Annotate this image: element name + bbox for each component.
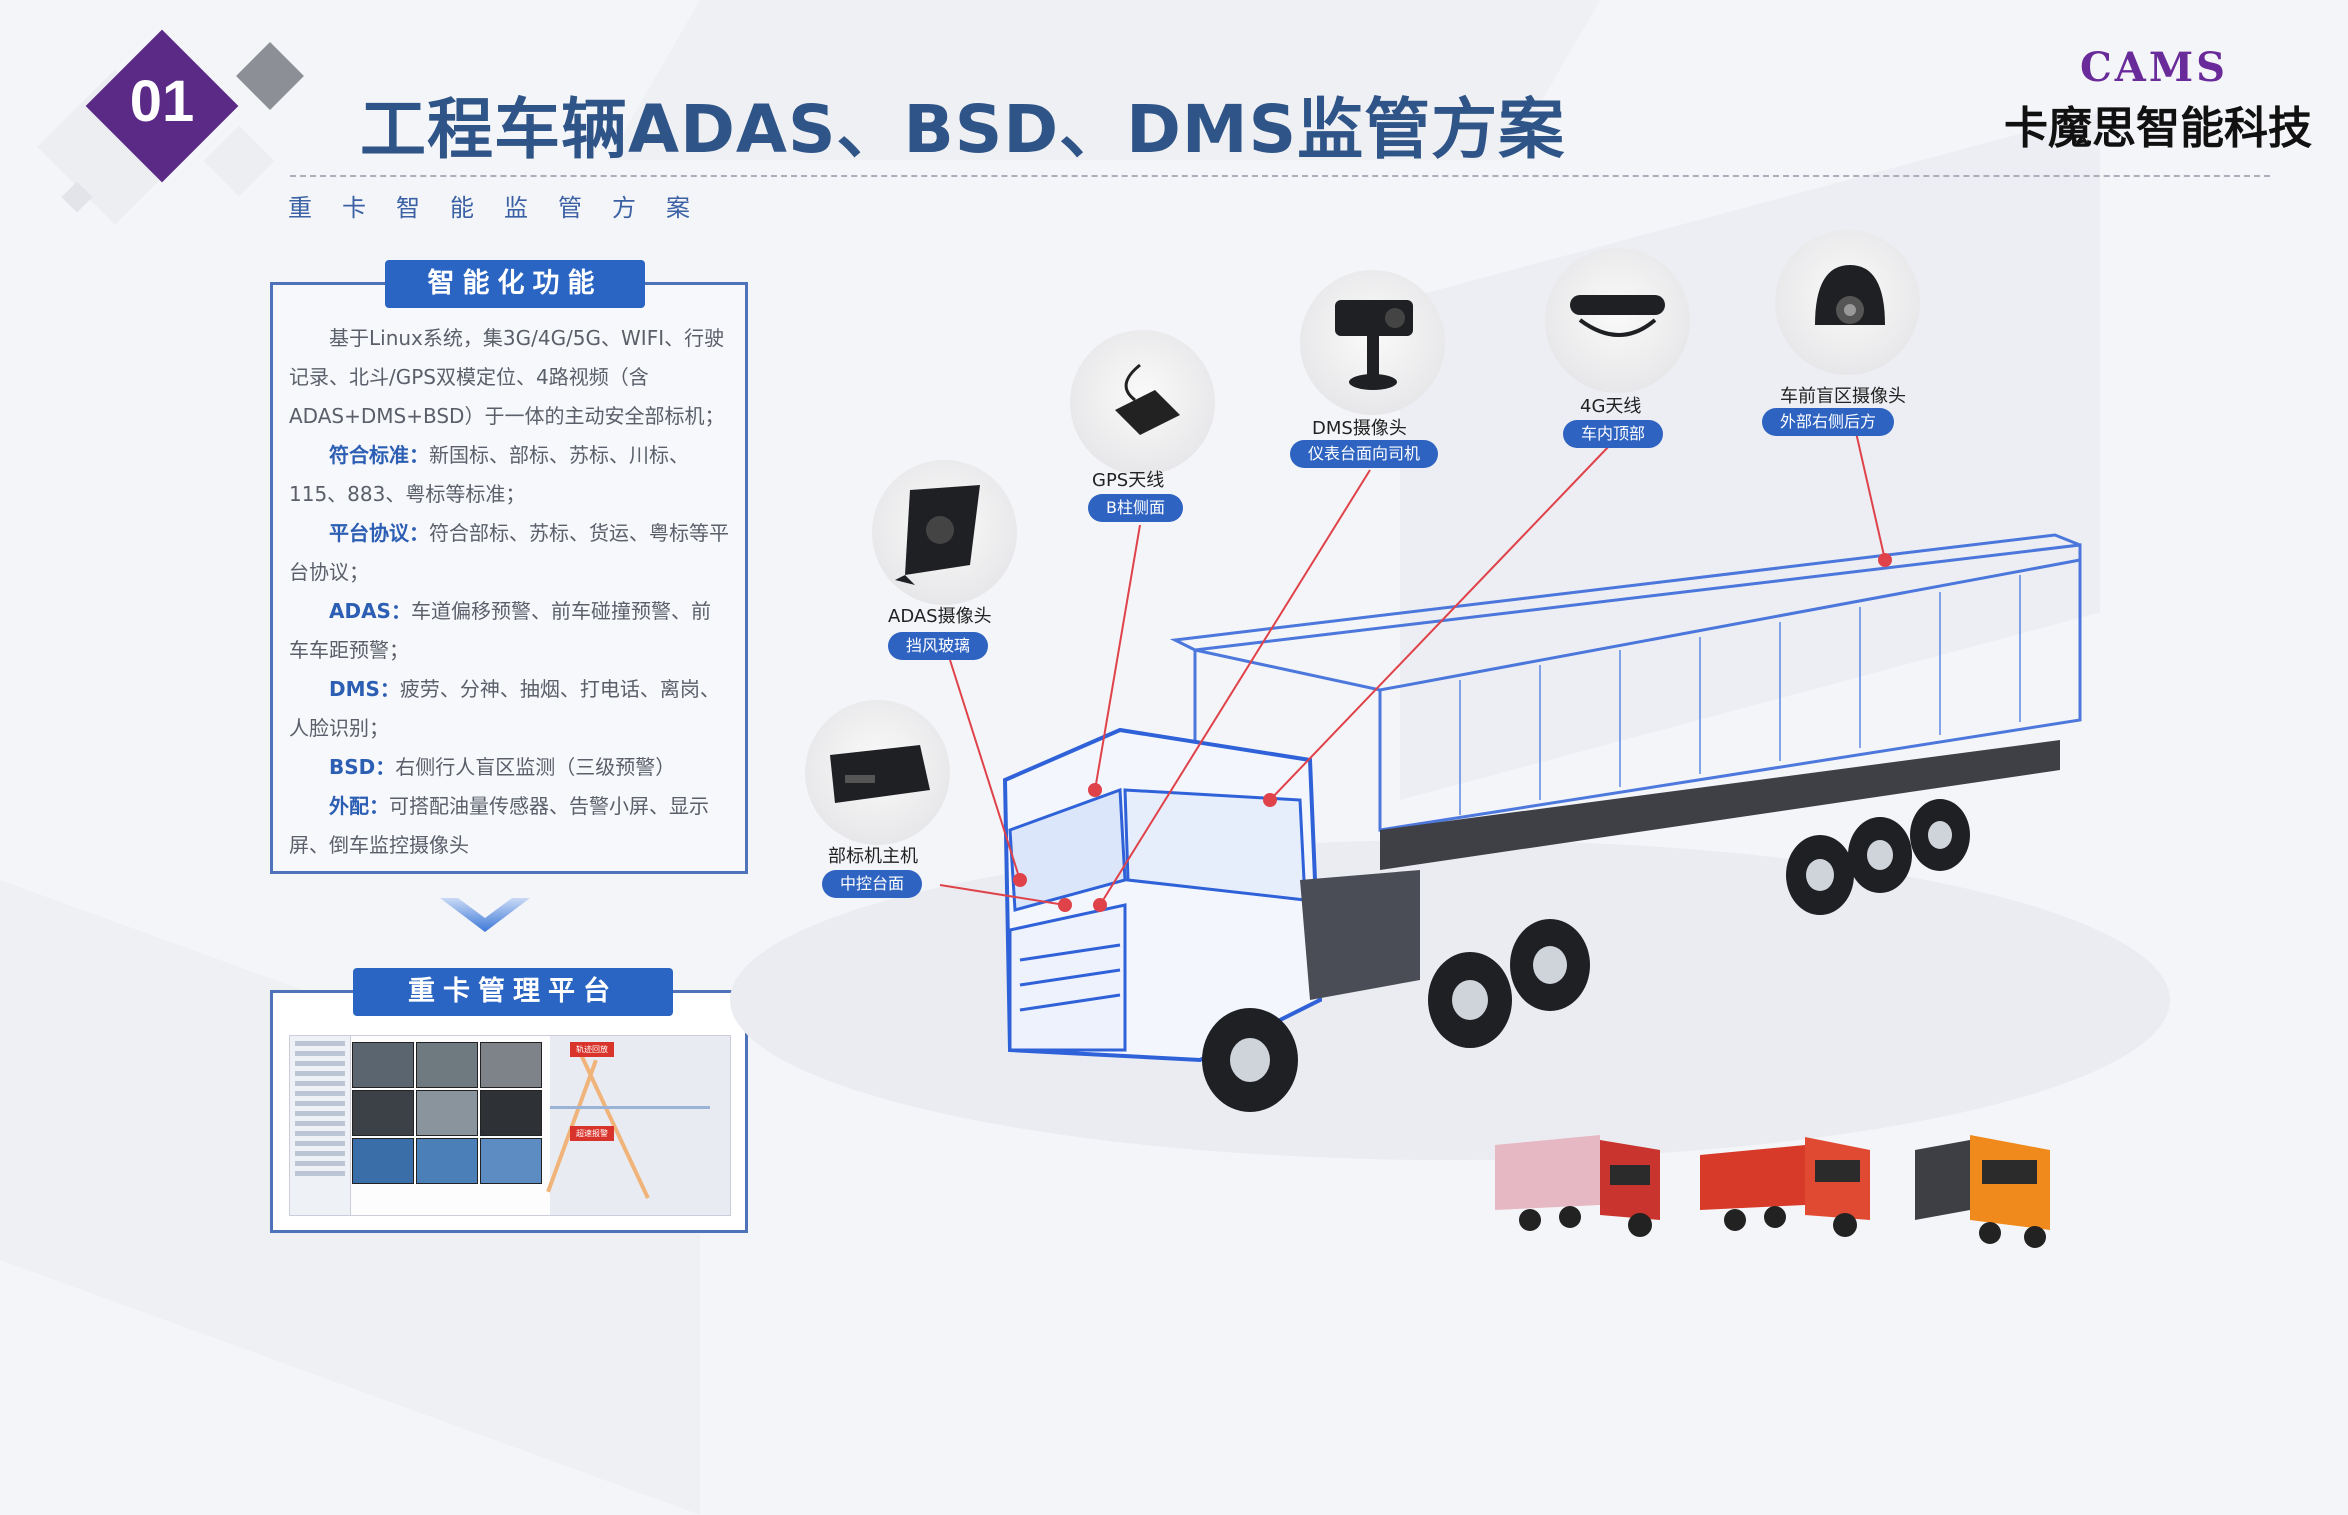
map-road — [550, 1106, 710, 1109]
trailer-box — [1169, 533, 2082, 832]
4g-antenna-bubble — [1545, 248, 1690, 393]
truck-thumbnail-pink — [1495, 1135, 1660, 1237]
truck-wireframe-diagram — [939, 427, 2082, 1112]
mount-points — [1013, 553, 1892, 912]
trailer-ribs — [1459, 575, 2021, 815]
video-grid — [352, 1042, 544, 1190]
wheel-hubs — [1230, 821, 1952, 1082]
device-name: ADAS摄像头 — [888, 606, 992, 627]
map-alert-flag: 超速报警 — [570, 1126, 614, 1141]
leader-lines — [939, 427, 1886, 906]
device-name: 车前盲区摄像头 — [1780, 386, 1906, 407]
chevron-down-icon — [440, 898, 530, 932]
map-alert-flag: 轨迹回放 — [570, 1042, 614, 1057]
feature-panel-heading: 智能化功能 — [385, 260, 645, 308]
video-tile — [480, 1138, 542, 1184]
device-position-tag: B柱侧面 — [1088, 494, 1183, 522]
feature-item-text: 疲劳、分神、抽烟、打电话、离岗、人脸识别； — [289, 677, 720, 740]
video-tile — [352, 1090, 414, 1136]
gps-antenna-icon — [1115, 363, 1180, 435]
brand-name: 卡魔思智能科技 — [2004, 103, 2312, 154]
feature-item: BSD：右侧行人盲区监测（三级预警） — [289, 748, 729, 787]
truck-thumbnail-red — [1700, 1137, 1870, 1237]
feature-item-label: 符合标准： — [329, 443, 429, 467]
vehicle-list — [290, 1036, 351, 1215]
page-title: 工程车辆ADAS、BSD、DMS监管方案 — [360, 91, 1566, 168]
truck-thumbnail-orange — [1915, 1135, 2050, 1248]
device-name: GPS天线 — [1092, 470, 1165, 491]
truck-cab — [1002, 727, 1420, 1063]
feature-item-label: DMS： — [329, 677, 400, 701]
feature-intro: 基于Linux系统，集3G/4G/5G、WIFI、行驶记录、北斗/GPS双模定位… — [289, 326, 725, 428]
mdvr-host-icon — [830, 745, 930, 803]
video-tile — [480, 1090, 542, 1136]
feature-item: 外配：可搭配油量传感器、告警小屏、显示屏、倒车监控摄像头 — [289, 787, 729, 865]
feature-item: ADAS：车道偏移预警、前车碰撞预警、前车车距预警； — [289, 592, 729, 670]
video-tile — [352, 1042, 414, 1088]
feature-item-text: 右侧行人盲区监测（三级预警） — [395, 755, 676, 779]
device-name: DMS摄像头 — [1312, 418, 1407, 439]
feature-item-text: 新国标、部标、苏标、川标、115、883、粤标等标准； — [289, 443, 689, 506]
trailer-chassis — [1380, 740, 2060, 870]
feature-item: 符合标准：新国标、部标、苏标、川标、115、883、粤标等标准； — [289, 436, 729, 514]
brand-logo: CAMS — [2079, 44, 2228, 91]
section-number: 01 — [129, 69, 195, 134]
feature-item: DMS：疲劳、分神、抽烟、打电话、离岗、人脸识别； — [289, 670, 729, 748]
feature-item-text: 车道偏移预警、前车碰撞预警、前车车距预警； — [289, 599, 711, 662]
feature-item: 平台协议：符合部标、苏标、货运、粤标等平台协议； — [289, 514, 729, 592]
feature-item-label: 外配： — [329, 794, 389, 818]
platform-screenshot: 轨迹回放 超速报警 — [289, 1035, 731, 1216]
platform-panel: 重卡管理平台 轨迹回放 超速报警 — [270, 968, 748, 1233]
feature-item-label: ADAS： — [329, 599, 411, 623]
page-subtitle: 重卡智能监管方案 — [288, 194, 720, 222]
device-position-tag: 车内顶部 — [1563, 420, 1664, 448]
video-tile — [480, 1042, 542, 1088]
map-view: 轨迹回放 超速报警 — [546, 1036, 730, 1215]
device-position-tag: 中控台面 — [822, 870, 923, 898]
feature-panel: 智能化功能 基于Linux系统，集3G/4G/5G、WIFI、行驶记录、北斗/G… — [270, 260, 748, 874]
title-divider — [290, 175, 2270, 177]
adas-camera-icon — [895, 485, 980, 585]
dms-camera-icon — [1335, 300, 1413, 390]
device-position-tag: 仪表台面向司机 — [1290, 440, 1439, 468]
feature-item-text: 可搭配油量传感器、告警小屏、显示屏、倒车监控摄像头 — [289, 794, 709, 857]
feature-item-text: 符合部标、苏标、货运、粤标等平台协议； — [289, 521, 729, 584]
device-name: 4G天线 — [1580, 396, 1642, 417]
platform-panel-heading: 重卡管理平台 — [353, 968, 673, 1016]
video-tile — [416, 1090, 478, 1136]
video-tile — [416, 1042, 478, 1088]
4g-antenna-icon — [1570, 295, 1665, 337]
device-position-tag: 外部右侧后方 — [1762, 408, 1895, 436]
feature-panel-body: 基于Linux系统，集3G/4G/5G、WIFI、行驶记录、北斗/GPS双模定位… — [289, 319, 729, 865]
video-tile — [416, 1138, 478, 1184]
device-name: 部标机主机 — [828, 846, 918, 867]
video-tile — [352, 1138, 414, 1184]
blindspot-camera-icon — [1815, 265, 1885, 325]
device-position-tag: 挡风玻璃 — [888, 632, 989, 660]
feature-item-label: BSD： — [329, 755, 396, 779]
feature-item-label: 平台协议： — [329, 521, 429, 545]
